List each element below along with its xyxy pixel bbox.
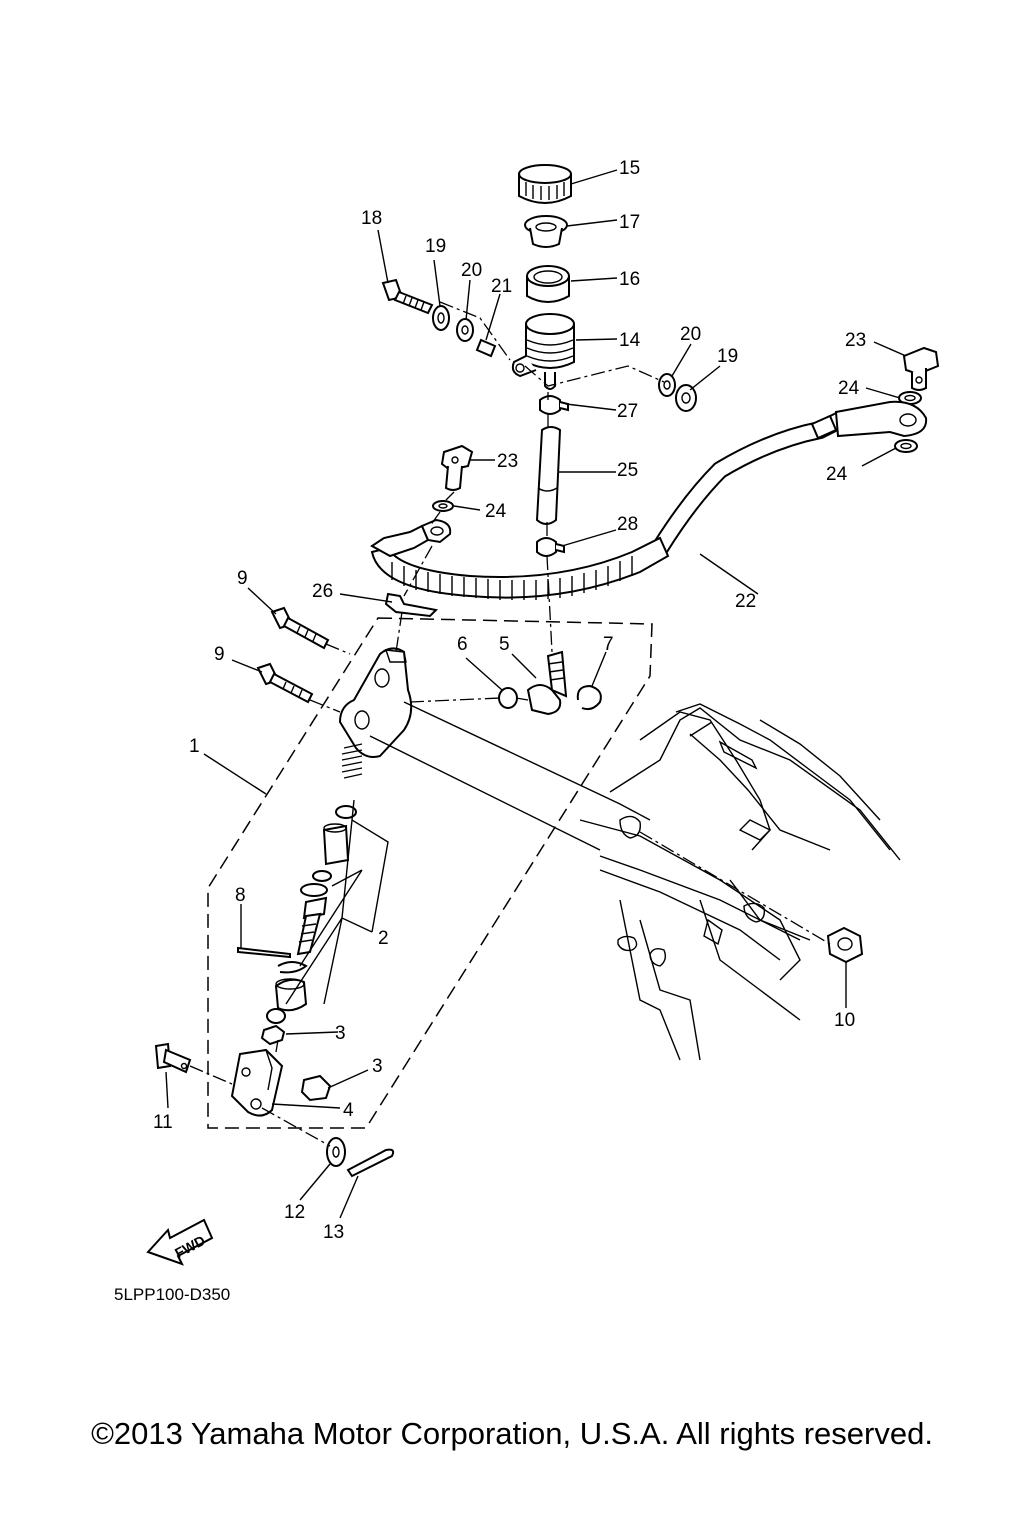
callout-20: 20	[680, 324, 701, 345]
hose-clip-28	[536, 537, 565, 557]
alignment-lines	[189, 301, 831, 1147]
callout-18: 18	[361, 208, 382, 229]
callout-4: 4	[343, 1100, 354, 1121]
cotter-pin-13	[346, 1148, 395, 1178]
circlip-7	[576, 684, 602, 711]
circlip-pushrod	[277, 961, 308, 974]
nut-10	[826, 926, 864, 964]
pin-8	[237, 946, 291, 959]
gasket-24-b	[894, 439, 918, 453]
piston	[322, 823, 350, 866]
clevis-4	[230, 1048, 284, 1117]
callout-24: 24	[838, 378, 860, 399]
nut-3-upper	[260, 1024, 286, 1046]
bolt-9-upper	[270, 606, 330, 650]
callout-21: 21	[491, 276, 512, 297]
washer-19-left	[432, 305, 450, 331]
callout-19: 19	[717, 346, 738, 367]
union-bolt-23-lower	[440, 444, 474, 491]
callout-15: 15	[619, 158, 640, 179]
callout-9: 9	[214, 644, 225, 665]
nut-pushrod	[266, 1008, 286, 1024]
bolt-9-lower	[256, 662, 314, 704]
boot	[274, 978, 308, 1012]
bushing-21	[475, 338, 497, 358]
part-code: 5LPP100-D350	[114, 1285, 230, 1304]
push-rod	[296, 896, 328, 956]
hose-clip-27	[539, 395, 569, 415]
collar-20-left	[456, 318, 474, 342]
callout-23: 23	[497, 451, 518, 472]
brake-hose-22	[370, 400, 928, 600]
callout-24: 24	[826, 464, 848, 485]
washer-19-right	[675, 384, 697, 412]
callout-7: 7	[603, 634, 614, 655]
callout-24: 24	[485, 501, 507, 522]
callout-23: 23	[845, 330, 866, 351]
washer-pushrod	[312, 870, 332, 882]
callout-1: 1	[189, 736, 200, 757]
callout-12: 12	[284, 1202, 305, 1223]
callout-9: 9	[237, 568, 248, 589]
callout-3: 3	[372, 1056, 383, 1077]
reservoir-tank	[511, 313, 575, 390]
callout-19: 19	[425, 236, 446, 257]
callout-22: 22	[735, 591, 756, 612]
callout-11: 11	[153, 1112, 173, 1133]
callout-10: 10	[834, 1010, 855, 1031]
master-cylinder-body	[338, 647, 413, 758]
master-cylinder-assembly-outline	[207, 617, 653, 1129]
diaphragm-holder	[524, 215, 568, 248]
callout-13: 13	[323, 1222, 344, 1243]
callout-25: 25	[617, 460, 638, 481]
hose-joint-5	[526, 650, 568, 716]
fwd-arrow-icon: FWD	[146, 1218, 214, 1266]
nut-3-lower	[300, 1074, 332, 1102]
gasket-24-c	[432, 500, 454, 512]
union-bolt-23-upper	[902, 346, 940, 391]
spring	[341, 743, 363, 779]
callout-6: 6	[457, 634, 468, 655]
cup	[335, 805, 357, 819]
callout-14: 14	[619, 330, 641, 351]
callout-17: 17	[619, 212, 640, 233]
callout-8: 8	[235, 885, 246, 906]
callout-26: 26	[312, 581, 333, 602]
callout-16: 16	[619, 269, 640, 290]
washer-12	[326, 1137, 346, 1167]
diaphragm	[526, 265, 570, 303]
callout-2: 2	[378, 928, 389, 949]
callout-3: 3	[335, 1023, 346, 1044]
seal-pushrod	[300, 883, 328, 897]
reservoir-cap	[518, 164, 572, 204]
reservoir-hose-25	[535, 426, 562, 525]
hose-guide-26	[384, 592, 439, 618]
frame	[579, 703, 901, 1061]
pin-11	[154, 1042, 192, 1074]
callout-labels: 15 17 16 18 19 20 21 14 20 19 23 24 24 2…	[153, 158, 866, 1243]
reservoir-bolt	[381, 278, 434, 315]
collar-20-right	[658, 373, 676, 397]
callout-28: 28	[617, 514, 638, 535]
callout-5: 5	[499, 634, 510, 655]
copyright-notice: ©2013 Yamaha Motor Corporation, U.S.A. A…	[91, 1416, 933, 1451]
callout-27: 27	[617, 401, 638, 422]
o-ring-6	[498, 687, 518, 709]
callout-20: 20	[461, 260, 482, 281]
leader-lines	[165, 169, 907, 1219]
